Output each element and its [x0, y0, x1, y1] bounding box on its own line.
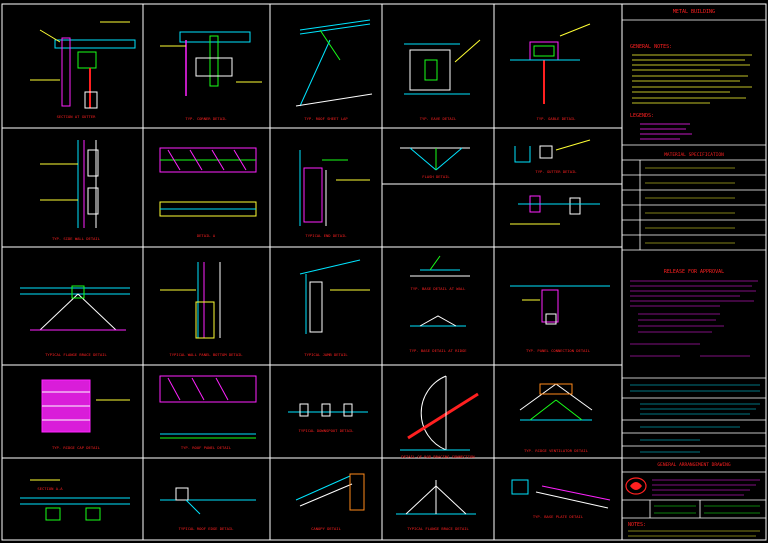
drawing-corner-detail	[160, 31, 262, 96]
detail-title-22: SECTION A-A	[37, 486, 63, 491]
drawing-flash-detail	[400, 147, 470, 171]
detail-grid	[2, 4, 623, 540]
detail-title-9: FLASH DETAIL	[422, 174, 450, 179]
drawing-ridge-ventilator	[519, 383, 593, 421]
sidebar-header: METAL BUILDING	[673, 9, 715, 15]
drawing-gutter-detail	[514, 139, 591, 163]
detail-title-12: TYPICAL WALL PANEL BOTTOM DETAIL	[169, 352, 243, 357]
approval-title: RELEASE FOR APPROVAL	[664, 269, 724, 275]
material-spec-lines	[645, 167, 735, 244]
drawing-title: GENERAL ARRANGEMENT DRAWING	[657, 462, 730, 468]
drawing-jamb-detail	[299, 259, 370, 334]
drawing-section-a-a	[20, 479, 130, 521]
general-notes-lines	[632, 54, 752, 104]
drawing-typical-end-detail	[299, 150, 370, 226]
detail-title-20: DETAIL OF ROD BRACING CONNECTION	[401, 454, 475, 459]
detail-title-7: DETAIL A	[197, 233, 216, 238]
detail-title-26: TYP. BASE PLATE DETAIL	[533, 514, 584, 519]
drawing-base-at-wall	[410, 255, 470, 277]
drawing-base-at-ridge	[410, 315, 466, 327]
drawing-flange-brace-2	[396, 480, 476, 515]
title-block: METAL BUILDING GENERAL NOTES: LEGENDS: M…	[622, 9, 766, 537]
detail-title-14: TYP. BASE DETAIL AT WALL	[411, 286, 467, 291]
drawing-roof-panel	[159, 375, 257, 439]
notes-lines	[628, 530, 760, 537]
drawing-downspout	[288, 403, 368, 417]
detail-title-17: TYP. RIDGE CAP DETAIL	[52, 445, 101, 450]
detail-title-5: TYP. GABLE DETAIL	[537, 116, 577, 121]
legends-title: LEGENDS:	[630, 113, 654, 119]
detail-title-11: TYPICAL FLANGE BRACE DETAIL	[45, 352, 107, 357]
drawing-rod-bracing	[400, 375, 479, 451]
approval-lines	[630, 280, 758, 357]
drawing-gable-detail	[510, 23, 591, 104]
detail-title-6: TYP. SIDE WALL DETAIL	[52, 236, 101, 241]
drawing-detail-a	[159, 147, 257, 217]
detail-title-8: TYPICAL END DETAIL	[305, 233, 347, 238]
revision-table-lines	[630, 384, 760, 392]
detail-title-10: TYP. GUTTER DETAIL	[535, 169, 577, 174]
detail-title-25: TYPICAL FLANGE BRACE DETAIL	[407, 526, 469, 531]
drawing-panel-connection	[510, 285, 610, 325]
company-info-lines	[652, 479, 760, 496]
drawing-number-lines	[654, 505, 760, 514]
detail-title-21: TYP. RIDGE VENTILATOR DETAIL	[524, 448, 589, 453]
detail-titles: SECTION AT GUTTER TYP. CORNER DETAIL TYP…	[37, 114, 590, 531]
drawing-flange-brace	[20, 285, 130, 331]
drawing-eave-detail	[404, 39, 481, 95]
drawing-wall-panel-bottom	[160, 262, 221, 339]
drawing-bolt-detail	[510, 195, 600, 225]
detail-title-15: TYP. BASE DETAIL AT RIDGE	[409, 348, 467, 353]
notes-title: NOTES:	[628, 522, 646, 528]
detail-title-4: TYP. EAVE DETAIL	[420, 116, 457, 121]
material-spec-title: MATERIAL SPECIFICATION	[664, 152, 724, 158]
client-info-lines	[640, 403, 760, 453]
detail-title-19: TYPICAL DOWNSPOUT DETAIL	[299, 428, 355, 433]
detail-title-24: CANOPY DETAIL	[311, 526, 341, 531]
detail-title-3: TYP. ROOF SHEET LAP	[304, 116, 348, 121]
drawing-ridge-cap	[41, 379, 130, 433]
sheet-border	[1, 3, 767, 541]
detail-title-2: TYP. CORNER DETAIL	[185, 116, 227, 121]
drawing-side-wall	[40, 140, 99, 228]
company-logo	[625, 477, 647, 495]
drawing-canopy	[295, 473, 365, 511]
general-notes-title: GENERAL NOTES:	[630, 44, 672, 50]
drawing-section-at-gutter	[30, 21, 136, 109]
legend-lines	[640, 123, 692, 140]
drawing-roof-edge	[160, 487, 256, 515]
detail-title-1: SECTION AT GUTTER	[57, 114, 97, 119]
detail-title-13: TYPICAL JAMB DETAIL	[304, 352, 348, 357]
detail-title-16: TYP. PANEL CONNECTION DETAIL	[526, 348, 591, 353]
detail-title-18: TYP. ROOF PANEL DETAIL	[181, 445, 232, 450]
drawing-roof-sheet-lap	[295, 19, 373, 107]
drawing-base-plate	[511, 479, 611, 509]
detail-title-23: TYPICAL ROOF EDGE DETAIL	[179, 526, 235, 531]
